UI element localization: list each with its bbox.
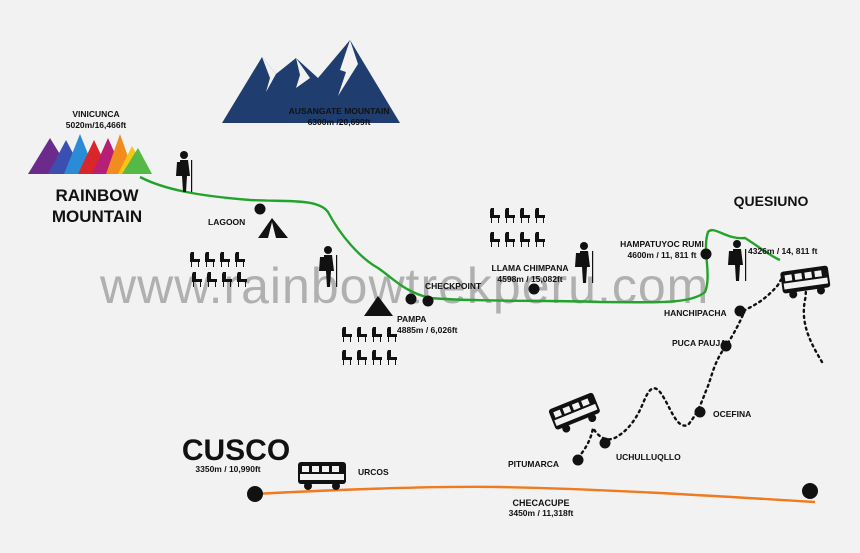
hiker-icon: [176, 151, 193, 192]
llama-chimpana-elevation: 4598m / 15,082ft: [497, 274, 562, 284]
llama-icon: [490, 208, 500, 223]
hampatuyoc-elevation: 4600m / 11, 811 ft: [628, 250, 697, 260]
quesiuno-label: QUESIUNO: [734, 193, 809, 209]
pampa-label: PAMPA: [397, 314, 426, 324]
waypoint-pitumarca: [572, 454, 584, 466]
cusco-title: CUSCO: [182, 434, 290, 467]
waypoint-checkpoint: [422, 295, 434, 307]
vinicunca-elevation: 5020m/16,466ft: [66, 120, 127, 130]
quesiuno-elevation: 4326m / 14, 811 ft: [748, 246, 818, 256]
llama-icon: [387, 327, 397, 342]
rainbow-mountain-title-line1: RAINBOW: [55, 186, 139, 205]
bus-icon: [780, 265, 831, 299]
checacupe-label: CHECACUPE: [512, 498, 569, 508]
llama-icon: [237, 272, 247, 287]
tent-icon: [258, 218, 288, 238]
ausangate-label: AUSANGATE MOUNTAIN: [289, 106, 390, 116]
rainbow-mountain-icon: [28, 134, 152, 174]
cusco-elevation: 3350m / 10,990ft: [195, 464, 260, 474]
llama-icon: [387, 350, 397, 365]
llama-icon: [372, 350, 382, 365]
hampatuyoc-label: HAMPATUYOC RUMI: [620, 239, 704, 249]
bus-icon: [548, 392, 600, 433]
ocefina-label: OCEFINA: [713, 409, 751, 419]
pampa-elevation: 4885m / 6,026ft: [397, 325, 458, 335]
llama-icon: [372, 327, 382, 342]
waypoint-hampatuyoc: [700, 248, 712, 260]
llama-icon: [357, 350, 367, 365]
llama-icon: [535, 208, 545, 223]
hiker-icon: [319, 246, 338, 287]
llama-icon: [357, 327, 367, 342]
trek-trail-line: [139, 175, 781, 304]
llama-icon: [220, 252, 230, 267]
waypoint-lagoon: [254, 203, 266, 215]
llama-icon: [490, 232, 500, 247]
waypoint-hanchipacha: [734, 305, 746, 317]
vinicunca-label: VINICUNCA: [72, 109, 119, 119]
lagoon-label: LAGOON: [208, 217, 245, 227]
ausangate-elevation: 6300m /20,699ft: [308, 117, 371, 127]
waypoint-cusco: [247, 486, 263, 502]
llama-icon: [190, 252, 200, 267]
tent-icon: [364, 296, 393, 316]
llama-chimpana-label: LLAMA CHIMPANA: [492, 263, 569, 273]
llama-icon: [505, 232, 515, 247]
llama-icon: [342, 350, 352, 365]
checkpoint-label: CHECKPOINT: [425, 281, 482, 291]
hanchipacha-label: HANCHIPACHA: [664, 308, 727, 318]
llama-icon: [535, 232, 545, 247]
pitumarca-label: PITUMARCA: [508, 459, 559, 469]
waypoint-uchulluqllo: [599, 437, 611, 449]
puca-pauja-label: PUCA PAUJA: [672, 338, 726, 348]
checacupe-elevation: 3450m / 11,318ft: [509, 508, 574, 518]
llama-icon: [520, 208, 530, 223]
waypoint-checacupe-end: [802, 483, 818, 499]
llama-icon: [235, 252, 245, 267]
uchulluqllo-label: UCHULLUQLLO: [616, 452, 681, 462]
rainbow-peak-shape: [122, 148, 152, 174]
ausangate-mountain-icon: [222, 40, 400, 123]
llama-icon: [222, 272, 232, 287]
bus-icon: [298, 462, 346, 490]
paved-road-line: [253, 485, 816, 504]
llama-icon: [342, 327, 352, 342]
llama-icon: [505, 208, 515, 223]
urcos-label: URCOS: [358, 467, 389, 477]
llama-icon: [520, 232, 530, 247]
waypoint-pampa: [405, 293, 417, 305]
hiker-icon: [575, 242, 594, 283]
llama-icon: [207, 272, 217, 287]
waypoint-puca-pauja: [720, 340, 732, 352]
llama-icon: [205, 252, 215, 267]
llama-herd-icons: [190, 208, 545, 365]
waypoint-ocefina: [694, 406, 706, 418]
llama-icon: [192, 272, 202, 287]
rainbow-mountain-title-line2: MOUNTAIN: [52, 207, 142, 226]
hiker-icon: [728, 240, 747, 281]
waypoint-llama-chimpana: [528, 283, 540, 295]
